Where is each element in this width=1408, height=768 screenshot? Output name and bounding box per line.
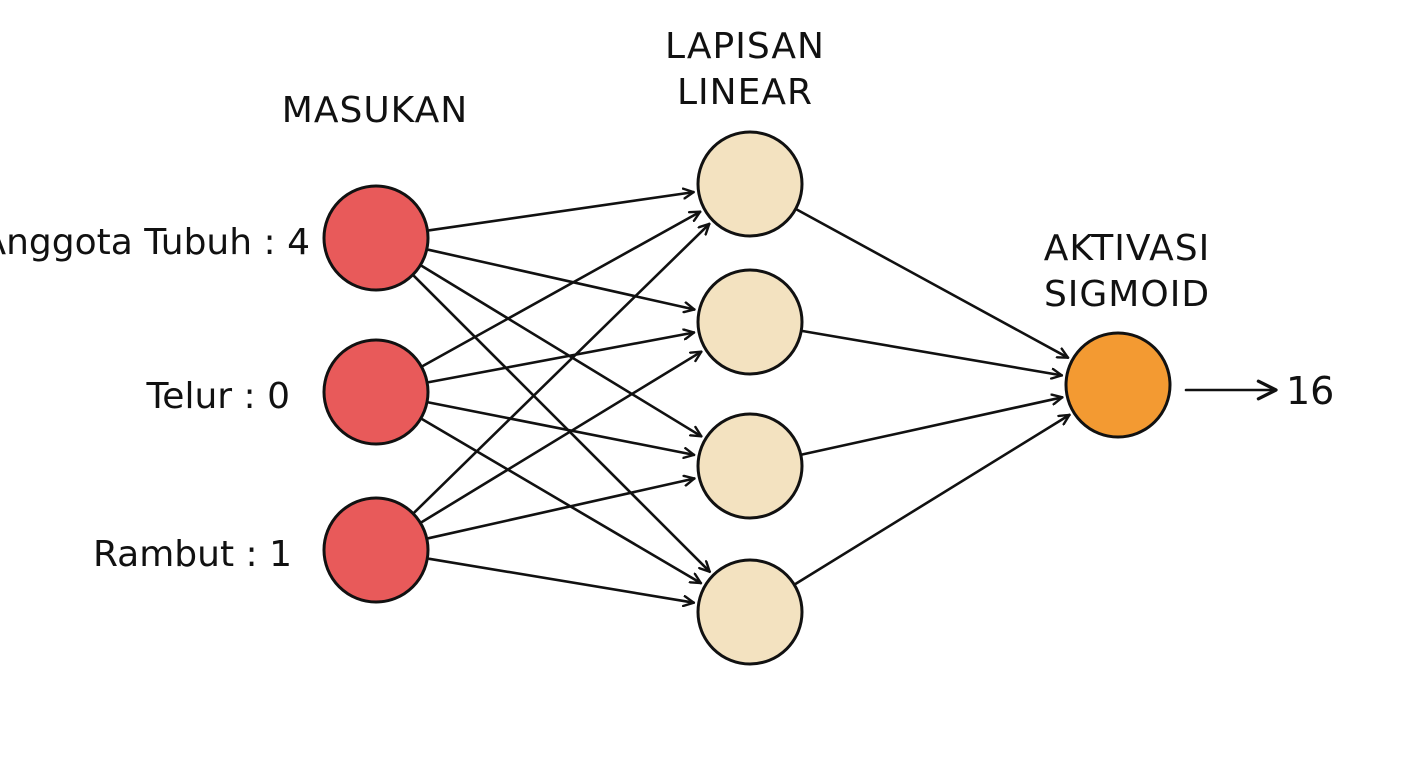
edge-input-1-to-linear-1	[428, 192, 695, 232]
edge-input-2-to-linear-4	[421, 418, 703, 585]
linear-node-1	[696, 130, 804, 238]
edge-linear-4-to-activation	[794, 413, 1071, 585]
input-node-1	[322, 184, 430, 292]
output-value: 16	[1286, 369, 1334, 413]
sigmoid-node	[1064, 331, 1172, 439]
edge-linear-1-to-activation	[796, 208, 1070, 360]
input-label-hair: Rambut : 1	[93, 534, 292, 575]
edge-input-1-to-linear-3	[420, 264, 703, 438]
linear-node-2	[696, 268, 804, 376]
edge-linear-3-to-activation	[801, 397, 1064, 456]
edge-linear-2-to-activation	[801, 329, 1064, 375]
linear-layer-title-line2: LINEAR	[677, 72, 813, 113]
linear-node-3	[696, 412, 804, 520]
linear-layer-title-line1: LAPISAN	[665, 26, 825, 67]
input-node-3	[322, 496, 430, 604]
activation-layer-title-line1: AKTIVASI	[1044, 228, 1210, 269]
input-layer-title: MASUKAN	[282, 90, 468, 131]
input-node-2	[322, 338, 430, 446]
edge-input-1-to-linear-4	[412, 274, 712, 574]
edge-input-3-to-linear-4	[427, 557, 696, 603]
edge-input-1-to-linear-2	[427, 248, 696, 310]
edge-input-2-to-linear-1	[421, 210, 702, 368]
linear-node-4	[696, 558, 804, 666]
activation-layer-title-line2: SIGMOID	[1044, 274, 1210, 315]
input-label-limbs: Anggota Tubuh : 4	[0, 222, 310, 263]
network-nodes	[322, 130, 1172, 666]
edge-input-3-to-linear-1	[413, 222, 711, 514]
edge-input-3-to-linear-3	[427, 479, 696, 540]
edge-input-3-to-linear-2	[420, 350, 703, 524]
edge-input-2-to-linear-3	[427, 401, 696, 455]
input-label-eggs: Telur : 0	[145, 376, 290, 417]
connection-edges	[412, 192, 1071, 603]
edge-input-2-to-linear-2	[427, 333, 696, 384]
